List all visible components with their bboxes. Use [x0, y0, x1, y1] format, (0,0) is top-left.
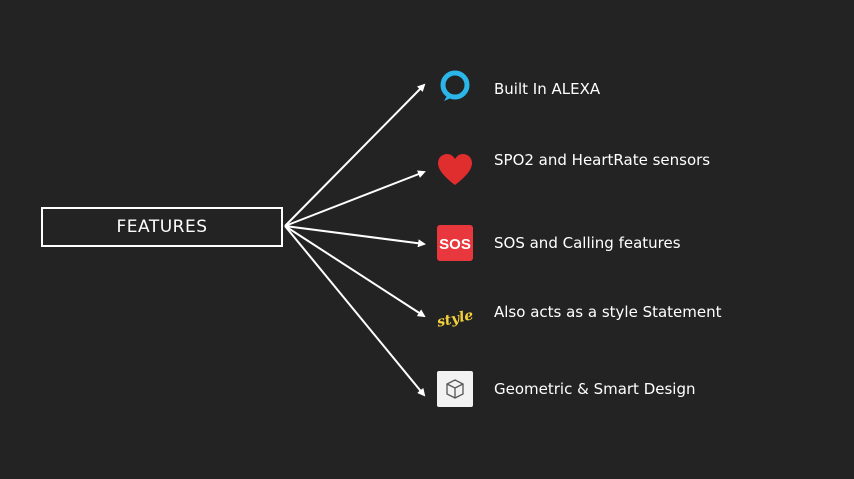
style-script-icon: style: [436, 298, 475, 334]
arrow-to-heart: [284, 170, 426, 227]
features-label: FEATURES: [116, 217, 208, 237]
feature-label-alexa: Built In ALEXA: [494, 80, 601, 98]
feature-label-style: Also acts as a style Statement: [494, 303, 722, 321]
arrow-to-style: [284, 225, 426, 318]
arrow-to-cube: [284, 225, 426, 397]
feature-label-cube: Geometric & Smart Design: [494, 380, 696, 398]
features-box: FEATURES: [41, 207, 283, 247]
style-icon-text: style: [437, 307, 473, 330]
sos-icon-text: SOS: [439, 236, 471, 253]
feature-label-heart: SPO2 and HeartRate sensors: [494, 151, 711, 169]
sos-icon: SOS: [437, 225, 473, 261]
arrow-to-sos: [284, 225, 426, 248]
cube-icon: [437, 371, 473, 407]
heart-icon: [437, 152, 473, 188]
feature-label-sos: SOS and Calling features: [494, 234, 681, 252]
arrow-to-alexa: [284, 83, 426, 227]
alexa-ring-icon: [437, 68, 473, 104]
